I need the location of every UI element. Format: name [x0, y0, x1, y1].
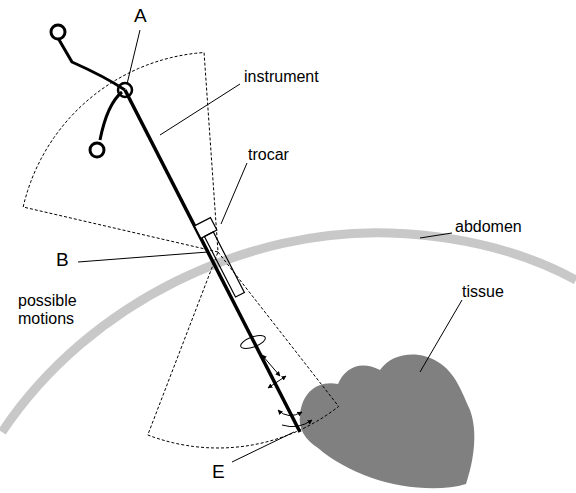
motion-sector	[23, 52, 218, 252]
abdomen-wall	[2, 233, 576, 432]
handle-ring	[51, 25, 65, 39]
leader-lines	[78, 30, 462, 462]
part-label: trocar	[248, 146, 289, 164]
handle-ring	[90, 143, 104, 157]
motion-sector	[148, 252, 339, 448]
part-label: tissue	[462, 283, 504, 301]
point-label: E	[212, 462, 225, 483]
part-label: abdomen	[455, 218, 522, 236]
tissue-shape	[300, 354, 475, 488]
point-label: A	[134, 6, 147, 27]
point-label: B	[56, 250, 69, 271]
instrument-handle	[100, 92, 122, 140]
motion-arrows	[239, 333, 312, 427]
instrument-handle	[58, 38, 125, 90]
handle-pivot	[118, 83, 132, 97]
motion-sectors	[23, 52, 339, 448]
trocar-symbol	[194, 218, 247, 299]
note-label: possible motions	[18, 292, 90, 327]
instrument-shaft	[125, 90, 300, 432]
part-label: instrument	[244, 68, 319, 86]
